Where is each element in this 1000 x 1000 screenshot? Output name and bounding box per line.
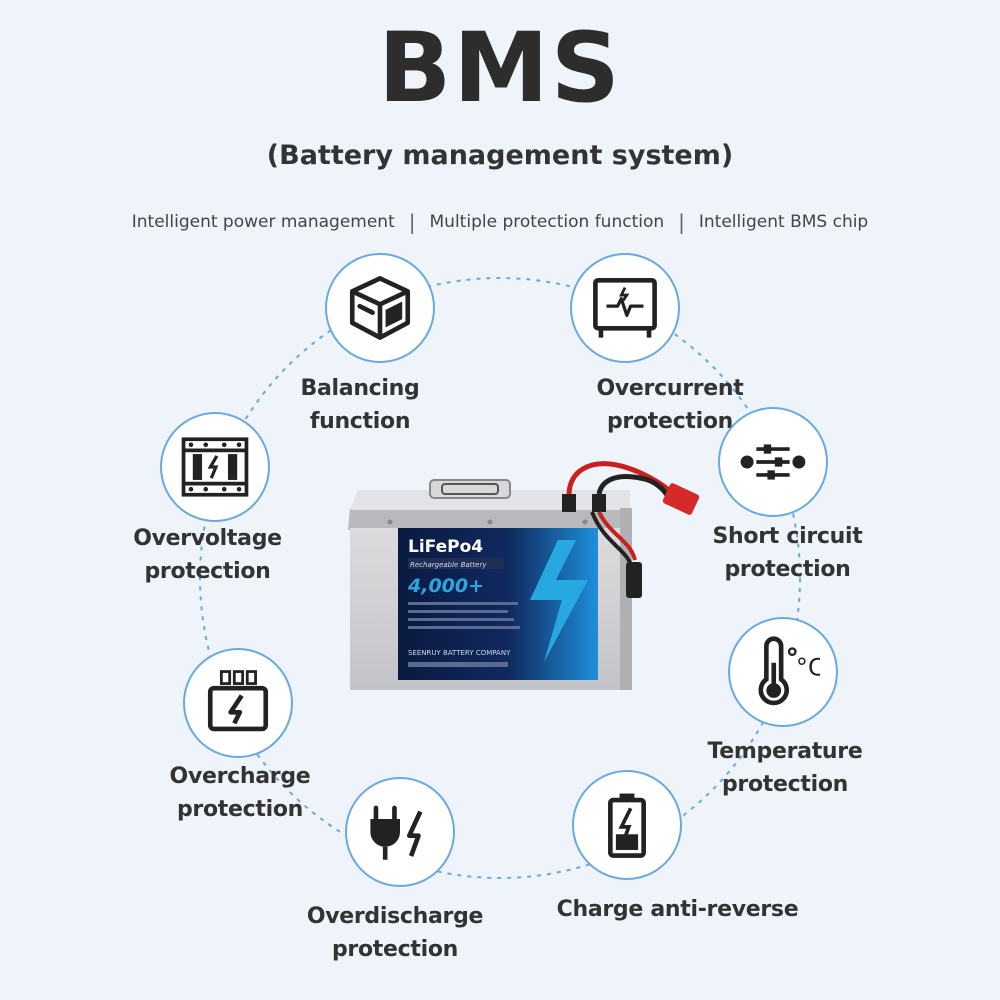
charger-icon [207,670,269,732]
feature-node-overdischarge [345,777,455,887]
feature-label-multiline: Temperature protection [695,735,875,801]
battery-bolt-icon [608,793,646,858]
tagline-separator: | [408,210,416,234]
tagline-item: Intelligent power management [131,212,395,232]
feature-label-line: protection [721,772,849,797]
feature-label-multiline: Short circuit protection [700,520,875,586]
feature-node-overcharge [183,648,293,758]
feature-label-line: Temperature [707,739,863,764]
feature-node-anti-reverse [572,770,682,880]
feature-label-line: protection [331,937,459,962]
feature-node-short-circuit [718,407,828,517]
feature-label: Overcurrent protection [596,376,744,434]
feature-label-line: protection [144,559,271,584]
feature-label-line: Overcharge [169,764,311,789]
feature-label-line: protection [724,557,851,582]
unit-text: °C [796,654,820,682]
feature-label-line: protection [176,797,304,822]
feature-label: Balancing function [300,376,420,434]
circuit-icon [740,444,806,480]
tagline-row: Intelligent power management | Multiple … [0,210,1000,234]
battery-cycles: 4,000+ [407,575,484,597]
page-subtitle: (Battery management system) [266,140,734,171]
feature-node-balancing [325,253,435,363]
feature-node-overcurrent [570,253,680,363]
thermometer-icon: °C [758,636,820,706]
battery-illustration: LiFePo4 Rechargeable Battery 4,000+ SEEN… [348,461,700,690]
tagline-item: Intelligent BMS chip [698,212,869,232]
feature-node-overvoltage [160,412,270,522]
plug-bolt-icon [370,805,423,860]
anderson-connector [662,483,700,515]
monitor-pulse-icon [593,277,657,338]
feature-label-line: Short circuit [712,524,863,549]
feature-label-multiline: Overdischarge protection [300,900,490,966]
feature-label: Charge anti-reverse [556,897,799,922]
feature-label-line: Overdischarge [306,904,484,929]
battery-company: SEENRUY BATTERY COMPANY [408,649,511,657]
battery-subtitle: Rechargeable Battery [410,561,487,569]
feature-label-multiline: Overvoltage protection [125,522,290,588]
page-title: BMS [378,12,622,124]
tagline-separator: | [678,210,685,234]
feature-label-multiline: Overcharge protection [160,760,320,826]
cube-icon [349,276,411,340]
battery-brand: LiFePo4 [408,537,483,557]
feature-label-line: Overvoltage [133,526,282,551]
feature-node-temperature: °C [728,617,838,727]
tagline-item: Multiple protection function [429,212,665,232]
breaker-icon [181,437,249,497]
